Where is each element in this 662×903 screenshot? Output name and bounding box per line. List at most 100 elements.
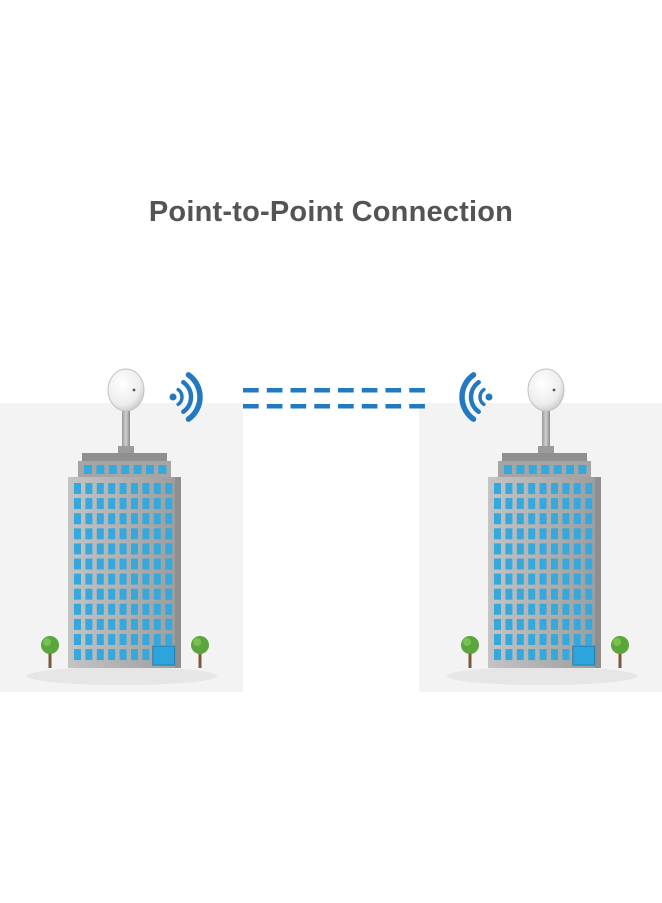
window xyxy=(165,603,173,615)
window xyxy=(516,634,524,645)
window xyxy=(153,558,161,570)
tree-trunk xyxy=(468,651,472,668)
window xyxy=(142,588,150,600)
window xyxy=(119,588,127,600)
link-dash-top xyxy=(243,388,259,393)
window xyxy=(539,603,547,615)
window xyxy=(96,618,104,630)
window xyxy=(528,588,536,600)
window xyxy=(539,528,547,540)
window xyxy=(108,603,116,615)
signal-arc xyxy=(478,387,486,407)
window xyxy=(74,588,81,600)
link-dash-top xyxy=(290,388,307,393)
window xyxy=(85,573,93,585)
entrance-door xyxy=(572,645,596,666)
window xyxy=(528,603,536,615)
link-dash-bottom xyxy=(290,404,307,409)
window xyxy=(516,603,524,615)
roof-window xyxy=(108,465,117,474)
window xyxy=(528,498,536,510)
window xyxy=(142,543,150,555)
window xyxy=(131,558,138,570)
window xyxy=(551,543,558,555)
window xyxy=(573,634,581,645)
window xyxy=(516,573,524,585)
window xyxy=(494,618,501,630)
window xyxy=(153,543,161,555)
tree-canopy xyxy=(461,636,479,654)
window xyxy=(108,573,116,585)
window xyxy=(494,498,501,510)
window xyxy=(108,558,116,570)
mast-base xyxy=(538,446,554,453)
window xyxy=(85,588,93,600)
roof-top xyxy=(502,453,587,461)
window xyxy=(505,634,513,645)
window xyxy=(494,543,501,555)
window xyxy=(131,618,138,630)
diagram-title: Point-to-Point Connection xyxy=(148,196,514,228)
window xyxy=(494,513,501,525)
window xyxy=(119,483,127,494)
window xyxy=(551,498,558,510)
window xyxy=(585,588,593,600)
window xyxy=(142,528,150,540)
window xyxy=(74,528,81,540)
signal-arc xyxy=(468,380,481,414)
tree-highlight xyxy=(193,638,201,646)
window xyxy=(85,528,93,540)
window xyxy=(573,528,581,540)
window xyxy=(74,573,81,585)
window xyxy=(562,498,570,510)
window xyxy=(505,498,513,510)
roof-window xyxy=(146,465,154,474)
window xyxy=(562,573,570,585)
window xyxy=(505,543,513,555)
window xyxy=(494,558,501,570)
window xyxy=(153,618,161,630)
window xyxy=(165,483,173,494)
roof-window xyxy=(566,465,574,474)
window xyxy=(108,634,116,645)
window xyxy=(505,618,513,630)
window xyxy=(528,513,536,525)
window xyxy=(551,588,558,600)
window xyxy=(85,483,93,494)
window xyxy=(108,528,116,540)
window xyxy=(573,513,581,525)
window xyxy=(494,483,501,494)
window xyxy=(516,649,524,661)
window xyxy=(539,618,547,630)
dish-feed xyxy=(132,388,136,392)
window xyxy=(528,618,536,630)
link-dash-bottom xyxy=(243,404,259,409)
link-dash-bottom xyxy=(361,404,378,409)
mast-base xyxy=(118,446,134,453)
roof-window xyxy=(578,465,587,474)
window xyxy=(131,528,138,540)
window xyxy=(165,543,173,555)
left-building xyxy=(41,368,209,668)
window xyxy=(96,573,104,585)
window xyxy=(562,634,570,645)
window xyxy=(505,558,513,570)
window xyxy=(131,513,138,525)
window xyxy=(551,513,558,525)
window xyxy=(153,513,161,525)
window xyxy=(74,498,81,510)
window xyxy=(108,483,116,494)
antenna-mast xyxy=(122,407,130,453)
dish-feed xyxy=(552,388,556,392)
window xyxy=(96,588,104,600)
window xyxy=(142,649,150,661)
window xyxy=(539,649,547,661)
link-dash-top xyxy=(385,388,402,393)
window xyxy=(562,528,570,540)
window xyxy=(153,634,161,645)
window xyxy=(539,573,547,585)
link-dash-bottom xyxy=(314,404,330,409)
window xyxy=(573,483,581,494)
window xyxy=(153,573,161,585)
